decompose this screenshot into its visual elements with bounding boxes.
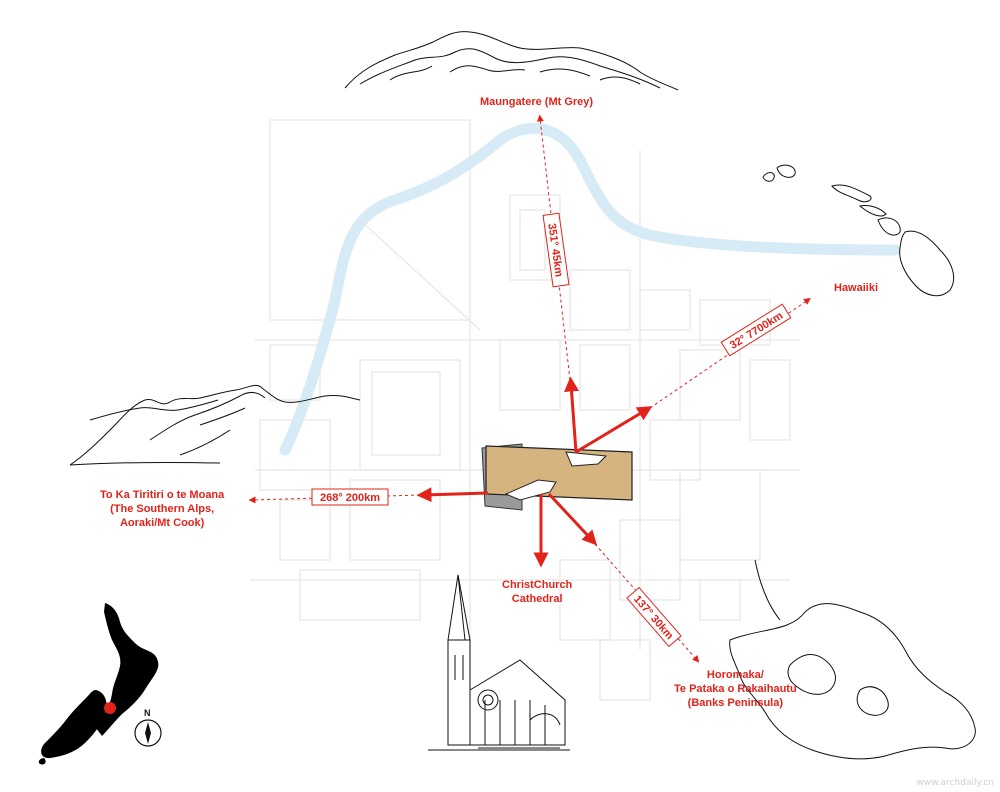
- watermark: www.archdaily.cn: [916, 778, 994, 788]
- bearing-tag-banks-peninsula: 137° 30km: [626, 586, 682, 648]
- label-banks-peninsula: Horomaka/ Te Pataka o Rakaihautu (Banks …: [674, 669, 797, 709]
- direction-arrows: [416, 376, 653, 568]
- southern-alps-sketch: [69, 384, 361, 466]
- label-southern-alps: To Ka Tiritiri o te Moana (The Southern …: [100, 489, 225, 529]
- cathedral-sketch: [428, 574, 570, 751]
- site-building: [481, 443, 633, 511]
- svg-text:137° 30km: 137° 30km: [631, 593, 676, 642]
- location-dot-icon: [104, 702, 116, 714]
- new-zealand-map-icon: [38, 603, 159, 765]
- label-hawaiiki: Hawaiiki: [834, 282, 879, 294]
- river: [279, 122, 901, 456]
- bearing-tag-hawaiiki: 32° 7700km: [720, 303, 792, 357]
- north-arrow-icon: [134, 719, 162, 747]
- label-maungatere: Maungatere (Mt Grey): [480, 96, 594, 108]
- bearing-tag-southern-alps: 268° 200km: [311, 488, 389, 506]
- street-grid: [250, 119, 800, 701]
- mt-grey-sketch: [344, 31, 679, 91]
- north-label: N: [144, 708, 151, 718]
- bearing-tag-maungatere: 351° 45km: [542, 212, 570, 288]
- label-cathedral: ChristChurch Cathedral: [502, 579, 573, 605]
- hawaii-islands-sketch: [762, 164, 955, 297]
- svg-text:268° 200km: 268° 200km: [320, 492, 380, 504]
- banks-peninsula-sketch: [729, 559, 976, 760]
